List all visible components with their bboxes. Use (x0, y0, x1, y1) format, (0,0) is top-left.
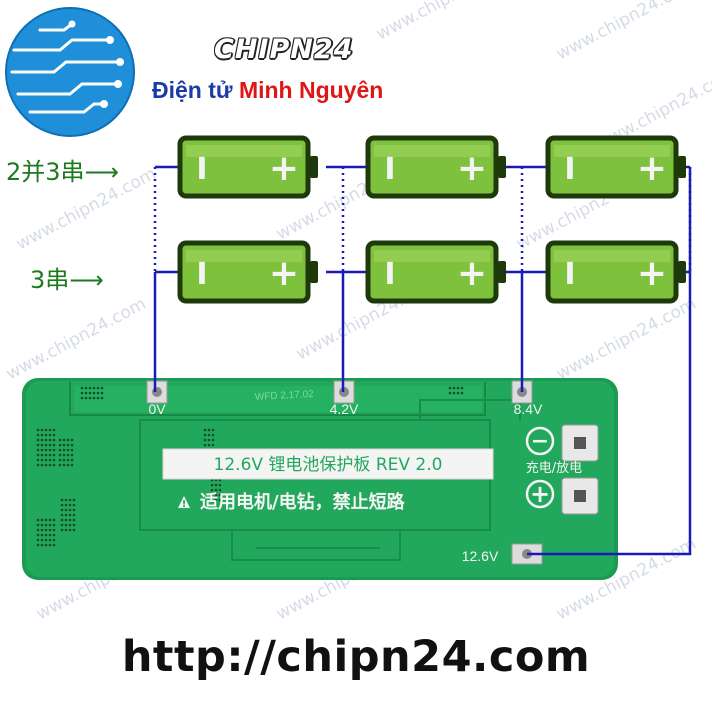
battery-plus-symbol: + (457, 148, 487, 189)
battery-minus-symbol: I (564, 257, 575, 292)
row1-label-text: 2并3串 (6, 158, 85, 186)
pad-0v-label: 0V (148, 401, 166, 417)
plus-circle-icon (525, 479, 555, 509)
pad-0v (146, 380, 168, 404)
battery-minus-symbol: I (196, 152, 207, 187)
row-label-parallel: 2并3串⟶ (6, 152, 119, 187)
minus-symbol: − (531, 429, 549, 454)
arrow-right-icon: ⟶ (69, 266, 104, 294)
tagline-part2: Minh Nguyên (238, 77, 384, 103)
pad-4-2v-label: 4.2V (330, 401, 359, 417)
tagline-part1: Điện tử (152, 77, 233, 103)
charge-discharge-label: 充电/放电 (526, 460, 582, 476)
battery-plus-symbol: + (269, 148, 299, 189)
battery-minus-symbol: I (384, 257, 395, 292)
pad-discharge-minus (561, 424, 599, 462)
arrow-right-icon: ⟶ (84, 158, 119, 186)
battery-plus-symbol: + (269, 253, 299, 294)
plus-symbol: + (530, 480, 550, 508)
battery-icon: I+ (365, 240, 506, 304)
watermark-text: www.chipn24.com (373, 0, 520, 44)
battery-minus-symbol: I (564, 152, 575, 187)
pad-4-2v (333, 380, 355, 404)
row2-label-text: 3串 (30, 266, 70, 294)
minus-circle-icon (525, 426, 555, 456)
battery-plus-symbol: + (637, 253, 667, 294)
battery-minus-symbol: I (196, 257, 207, 292)
tagline: Điện tử Minh Nguyên (152, 77, 383, 104)
battery-icon: I+ (545, 240, 686, 304)
bms-board: ! 0V 4.2V 8.4V (22, 378, 618, 580)
wiring-to-board (153, 272, 692, 556)
battery-minus-symbol: I (384, 152, 395, 187)
battery-plus-symbol: + (637, 148, 667, 189)
pad-discharge-plus (561, 477, 599, 515)
pad-12-6v-label: 12.6V (462, 548, 499, 564)
website-url: http://chipn24.com (121, 632, 591, 682)
battery-plus-symbol: + (457, 253, 487, 294)
logo-icon (5, 7, 135, 137)
svg-text:!: ! (182, 499, 187, 510)
watermark-text: www.chipn24.com (3, 294, 150, 385)
row-label-series: 3串⟶ (30, 260, 104, 295)
brand-name: CHIPN24 (214, 34, 354, 65)
battery-icon: I+ (177, 240, 318, 304)
wire (527, 272, 692, 556)
pad-8-4v-label: 8.4V (514, 401, 543, 417)
board-warning: 适用电机/电钻，禁止短路 (200, 491, 406, 513)
battery-icon: I+ (545, 135, 686, 199)
silk-code: WFD 2.17.02 (255, 389, 315, 403)
battery-icon: I+ (365, 135, 506, 199)
battery-icon: I+ (177, 135, 318, 199)
battery-group: I+I+I+I+I+I+ (177, 135, 686, 304)
watermark-text: www.chipn24.com (553, 294, 700, 385)
board-title: 12.6V 锂电池保护板 REV 2.0 (214, 455, 443, 475)
watermark-text: www.chipn24.com (553, 0, 700, 64)
